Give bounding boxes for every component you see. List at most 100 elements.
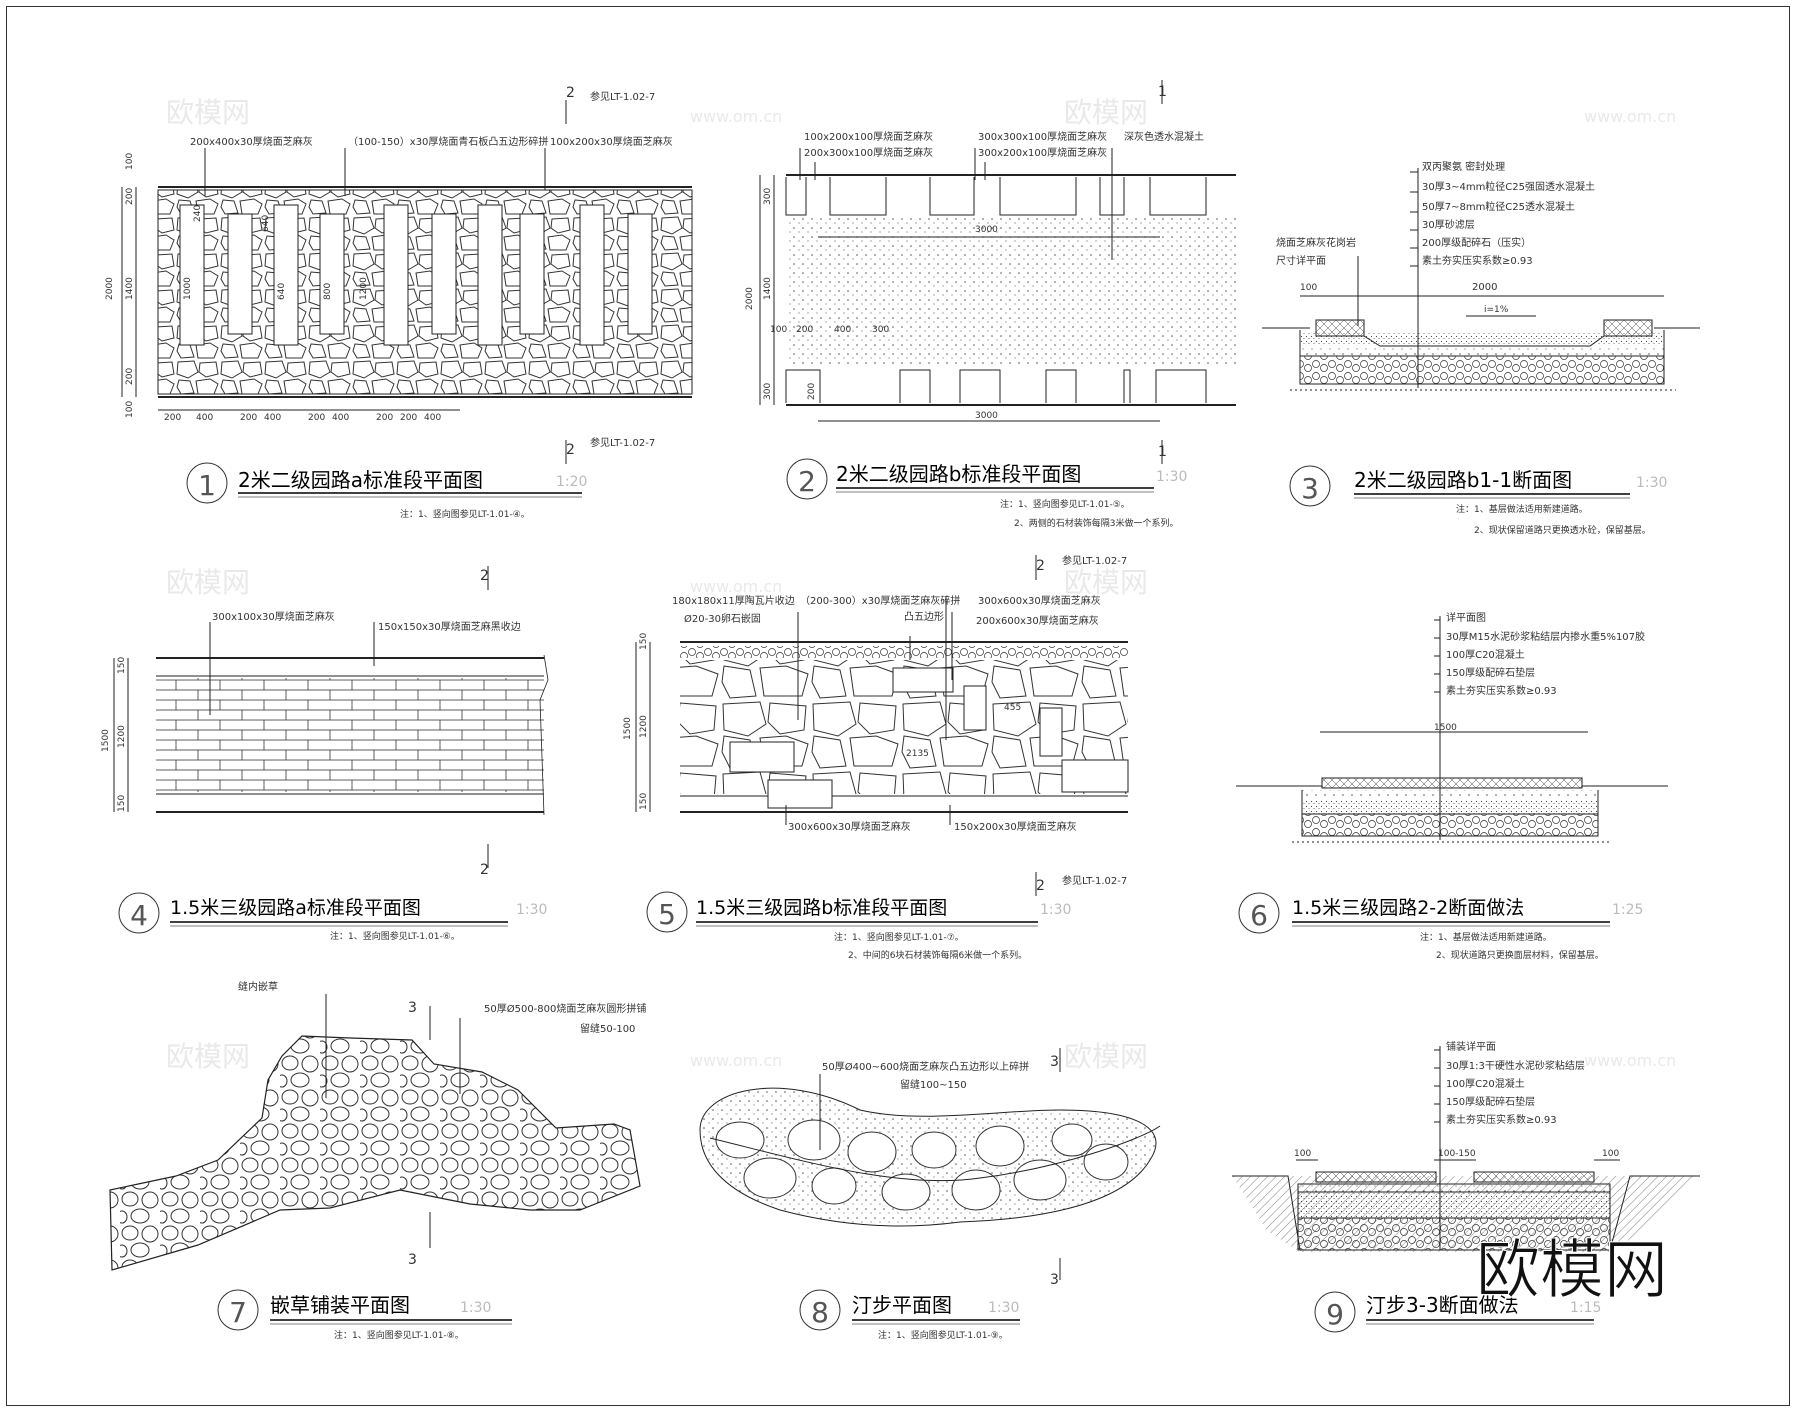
p1-dim-h-4: 400 [264, 413, 281, 423]
panel-8-caption: 8 汀步平面图 1:30 注：1、竖向图参见LT-1.01-⑨。 [799, 1289, 1020, 1341]
p1-label-1: 200x400x30厚烧面芝麻灰 [190, 135, 313, 148]
p2-note-2: 2、两侧的石材装饰每隔3米做一个系列。 [1014, 517, 1178, 529]
wm-url-5: www.om.cn [690, 1051, 782, 1070]
wm-brand-3: 欧模网 [166, 566, 250, 599]
p6-layer-4: 150厚级配碎石垫层 [1446, 666, 1535, 679]
p2-inner-1: 200 [796, 325, 813, 335]
p4-dim-v-3: 1200 [117, 725, 127, 748]
p2-label-5: 深灰色透水混凝土 [1124, 130, 1204, 143]
p1-dim-h-2: 400 [196, 413, 213, 423]
p9-scale: 1:15 [1570, 1300, 1601, 1316]
p3-scale: 1:30 [1636, 475, 1667, 491]
p5-number: 5 [658, 898, 676, 931]
p4-title: 1.5米三级园路a标准段平面图 [170, 897, 421, 919]
p1-dim-v-1: 100 [125, 153, 135, 170]
p7-note: 注：1、竖向图参见LT-1.01-⑧。 [334, 1329, 464, 1341]
p5-ref-bottom: 参见LT-1.02-7 [1062, 874, 1127, 887]
p4-number: 4 [130, 899, 148, 932]
panel-5-plan [635, 555, 1129, 896]
panel-9-section [1232, 1046, 1700, 1252]
p1-dim-h-5: 200 [308, 413, 325, 423]
p6-layer-1: 详平面图 [1446, 611, 1486, 624]
p8-title: 汀步平面图 [852, 1293, 952, 1317]
p5-dim-v-4: 150 [639, 793, 649, 810]
p7-label-2: 50厚Ø500-800烧面芝麻灰圆形拼铺 [484, 1002, 646, 1015]
panel-7-caption: 7 嵌草铺装平面图 1:30 注：1、竖向图参见LT-1.01-⑧。 [217, 1289, 512, 1341]
p8-sec-mark-bottom: 3 [1050, 1272, 1059, 1288]
p5-ref-top: 参见LT-1.02-7 [1062, 554, 1127, 567]
p1-dim-h-8: 200 [400, 413, 417, 423]
panel-9-text: 铺装详平面 30厚1:3干硬性水泥砂浆粘结层 100厚C20混凝土 150厚级配… [1294, 1040, 1619, 1159]
p1-inner-1: 1000 [183, 277, 193, 300]
wm-url-3: www.om.cn [690, 577, 782, 596]
p9-layer-1: 铺装详平面 [1446, 1040, 1496, 1053]
p9-layer-4: 150厚级配碎石垫层 [1446, 1095, 1535, 1108]
p6-layer-2: 30厚M15水泥砂浆粘结层内掺水重5%107胶 [1446, 630, 1645, 643]
p1-dim-v-4: 1400 [125, 277, 135, 300]
panel-3-section [1262, 168, 1700, 391]
panel-1-text: 200x400x30厚烧面芝麻灰 （100-150）x30厚烧面青石板凸五边形碎… [105, 85, 673, 458]
p3-layer-5: 200厚级配碎石（压实） [1422, 236, 1531, 249]
panel-5-text: 180x180x11厚陶瓦片收边 （200-300）x30厚烧面芝麻灰碎拼 凸五… [623, 554, 1127, 894]
p1-dim-v-3: 2000 [105, 277, 115, 300]
p6-layer-3: 100厚C20混凝土 [1446, 648, 1525, 661]
p7-sec-mark-bottom: 3 [408, 1252, 417, 1268]
p1-dim-v-6: 100 [125, 401, 135, 418]
p1-sec-mark-top: 2 [566, 85, 575, 101]
p1-dim-v-2: 200 [125, 188, 135, 205]
p5-title: 1.5米三级园路b标准段平面图 [696, 897, 947, 919]
p2-note-1: 注：1、竖向图参见LT-1.01-⑤。 [1000, 498, 1130, 510]
p9-dim-2: 100-150 [1438, 1149, 1476, 1159]
p3-layer-3: 50厚7~8mm粒径C25透水混凝土 [1422, 200, 1575, 213]
panel-7-plan [109, 994, 641, 1271]
p9-layer-5: 素土夯实压实系数≥0.93 [1446, 1113, 1557, 1126]
p6-dim: 1500 [1434, 723, 1457, 733]
p6-note-1: 注：1、基层做法适用新建道路。 [1420, 931, 1552, 943]
p6-layer-5: 素土夯实压实系数≥0.93 [1446, 684, 1557, 697]
panel-8-plan [699, 1048, 1161, 1280]
p6-note-2: 2、现状道路只更换面层材料，保留基层。 [1436, 949, 1604, 961]
panel-6-caption: 6 1.5米三级园路2-2断面做法 1:25 注：1、基层做法适用新建道路。 2… [1238, 892, 1643, 961]
panel-2-caption: 2 2米二级园路b标准段平面图 1:30 注：1、竖向图参见LT-1.01-⑤。… [786, 458, 1187, 529]
p1-scale: 1:20 [556, 474, 587, 490]
p5-note-2: 2、中间的6块石材装饰每隔6米做一个系列。 [848, 949, 1027, 961]
p5-sec-mark-top: 2 [1036, 558, 1045, 574]
panel-2-text: 100x200x100厚烧面芝麻灰 200x300x100厚烧面芝麻灰 300x… [745, 84, 1204, 460]
p8-label-2: 留缝100~150 [900, 1078, 967, 1091]
p7-scale: 1:30 [460, 1300, 491, 1316]
p1-inner-3: 800 [323, 283, 333, 300]
p3-note-1: 注：1、基层做法适用新建道路。 [1456, 503, 1588, 515]
p1-sec-mark-bottom: 2 [566, 442, 575, 458]
p2-title: 2米二级园路b标准段平面图 [836, 462, 1081, 486]
watermarks: 欧模网 www.om.cn 欧模网 www.om.cn 欧模网 www.om.c… [166, 96, 1676, 1073]
p3-note-2: 2、现状保留道路只更换透水砼，保留基层。 [1474, 524, 1651, 536]
p2-sec-mark-bottom: 1 [1158, 444, 1167, 460]
p3-side-label-1: 烧面芝麻灰花岗岩 [1276, 236, 1356, 249]
panel-5-caption: 5 1.5米三级园路b标准段平面图 1:30 注：1、竖向图参见LT-1.01-… [646, 891, 1071, 961]
panel-7-text: 缝内嵌草 50厚Ø500-800烧面芝麻灰圆形拼铺 留缝50-100 3 3 [238, 980, 646, 1268]
p2-dim-v-2: 2000 [745, 287, 755, 310]
p1-number: 1 [198, 469, 216, 502]
panel-2-plan [759, 80, 1236, 464]
p1-dim-h-9: 400 [424, 413, 441, 423]
p9-dim-3: 100 [1602, 1149, 1619, 1159]
panel-9-caption: 9 汀步3-3断面做法 1:15 [1314, 1291, 1601, 1333]
p1-inner-6: 640 [261, 215, 271, 232]
p2-dim-h-1: 3000 [975, 225, 998, 235]
p2-inner-2: 400 [834, 325, 851, 335]
p3-dim-1: 100 [1300, 283, 1317, 293]
p2-label-4: 300x200x100厚烧面芝麻灰 [978, 146, 1107, 159]
p7-label-1: 缝内嵌草 [238, 980, 278, 993]
p2-scale: 1:30 [1156, 469, 1187, 485]
p4-dim-v-4: 150 [117, 795, 127, 812]
p4-dim-v-2: 1500 [101, 729, 111, 752]
p6-title: 1.5米三级园路2-2断面做法 [1292, 897, 1524, 919]
p7-sec-mark-top: 3 [408, 1000, 417, 1016]
p1-dim-h-6: 400 [332, 413, 349, 423]
p8-scale: 1:30 [988, 1300, 1019, 1316]
panel-1-caption: 1 2米二级园路a标准段平面图 1:20 注：1、竖向图参见LT-1.01-④。 [186, 462, 587, 520]
p5-label-5: 300x600x30厚烧面芝麻灰 [978, 594, 1101, 607]
wm-url-6: www.om.cn [1584, 1051, 1676, 1070]
p2-inner-3: 300 [872, 325, 889, 335]
p4-note: 注：1、竖向图参见LT-1.01-⑥。 [330, 930, 460, 942]
